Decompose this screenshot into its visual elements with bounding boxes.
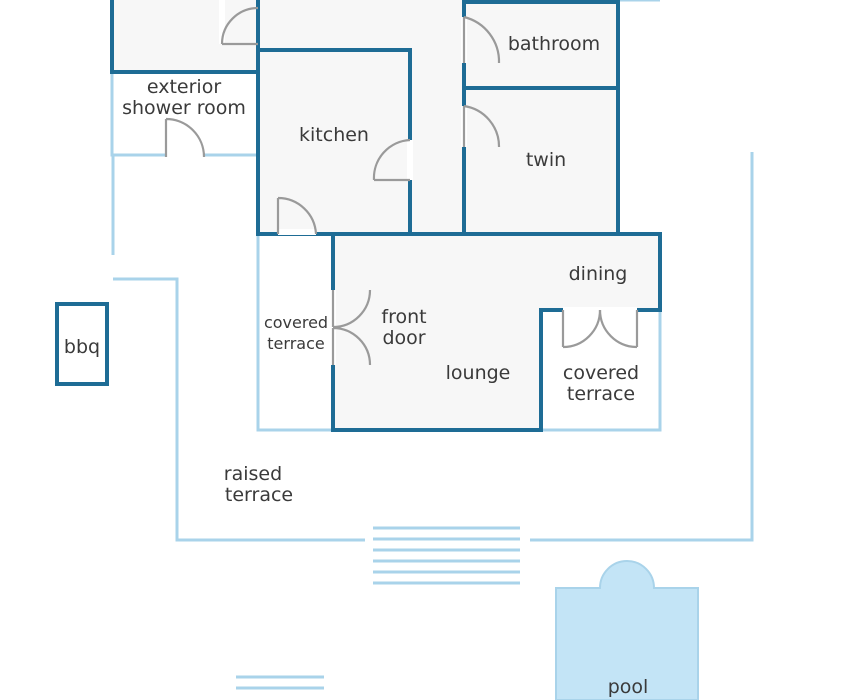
door-top-left xyxy=(220,6,259,46)
label-exterior-shower-2: shower room xyxy=(122,97,246,119)
door-bathroom xyxy=(462,15,501,64)
door-terrace-right-leaf xyxy=(598,309,639,349)
label-bbq: bbq xyxy=(64,336,100,358)
door-terrace-left-leaf xyxy=(561,309,602,349)
label-dining: dining xyxy=(569,263,628,285)
door-kitchen-terrace xyxy=(276,196,318,235)
label-kitchen: kitchen xyxy=(299,124,369,146)
label-exterior-shower-1: exterior xyxy=(147,76,221,98)
door-front-lower xyxy=(331,326,372,366)
stairs-upper xyxy=(373,526,520,585)
label-covered-terrace-left-2: terrace xyxy=(267,334,324,353)
label-lounge: lounge xyxy=(446,362,511,384)
door-front-upper xyxy=(331,289,372,329)
label-raised-terrace-2: terrace xyxy=(225,484,293,506)
walls xyxy=(110,0,662,432)
label-twin: twin xyxy=(526,149,566,171)
bbq-box xyxy=(55,302,109,386)
label-raised-terrace-1: raised xyxy=(224,463,282,485)
doors xyxy=(164,6,639,366)
door-kitchen xyxy=(372,138,411,182)
label-front-door-2: door xyxy=(382,327,425,349)
door-twin xyxy=(462,104,501,148)
label-covered-terrace-left-1: covered xyxy=(264,313,328,332)
label-covered-terrace-right-2: terrace xyxy=(567,383,635,405)
label-covered-terrace-right-1: covered xyxy=(563,362,639,384)
top-left-room xyxy=(110,0,262,74)
label-pool: pool xyxy=(608,676,649,698)
stairs-lower xyxy=(236,675,324,690)
pool-shape xyxy=(555,560,699,700)
door-exterior-shower xyxy=(164,117,206,158)
label-front-door-1: front xyxy=(381,306,426,328)
lounge-dining-room xyxy=(331,232,662,432)
label-bathroom: bathroom xyxy=(508,33,600,55)
exterior-outlines xyxy=(110,0,754,542)
room-labels: bathroom exterior shower room kitchen tw… xyxy=(64,33,648,698)
